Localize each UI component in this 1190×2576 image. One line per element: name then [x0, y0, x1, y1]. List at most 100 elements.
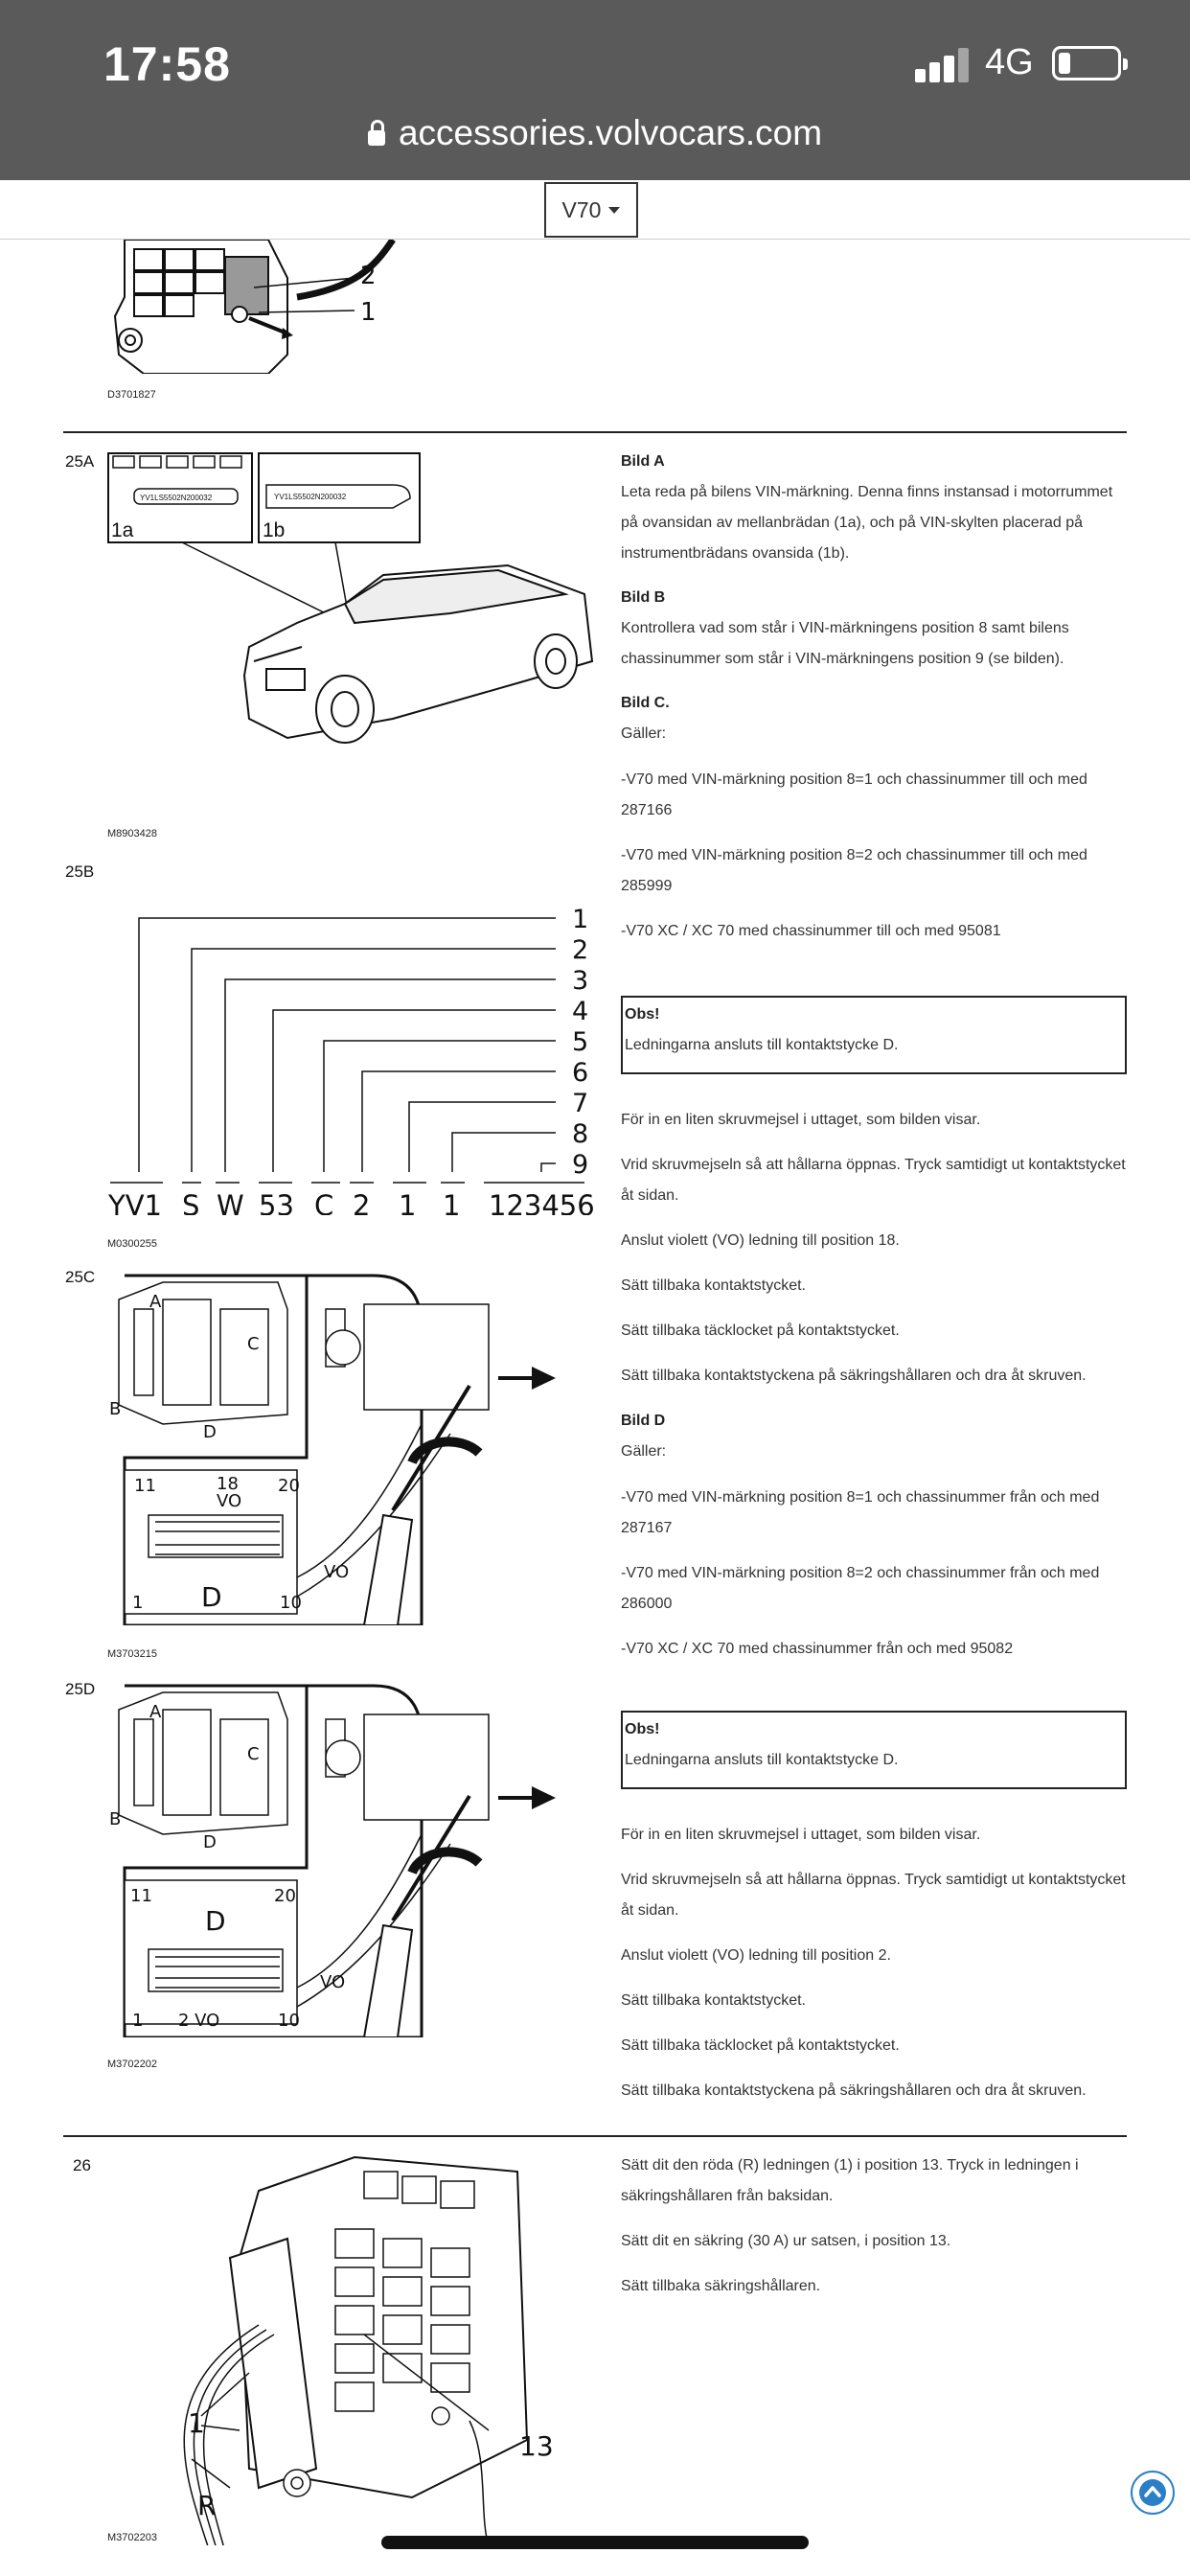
- step-text: Vrid skruvmejseln så att hållarna öppnas…: [621, 1872, 1126, 1919]
- figure-fuse-holder: 1 R 13: [144, 2152, 565, 2545]
- figure-vin-location: YV1LS5502N200032 YV1LS5502N200032 1a 1b: [105, 450, 594, 757]
- label-d: D: [203, 1832, 217, 1852]
- home-indicator[interactable]: [381, 2536, 809, 2549]
- position-label: 8: [572, 1119, 588, 1149]
- address-bar[interactable]: accessories.volvocars.com: [0, 113, 1190, 153]
- bild-d-block: Bild D Gäller:: [621, 1406, 1129, 1467]
- figure-connector-25c: A B C D 11 18 VO 20 1 10 VO D: [105, 1271, 584, 1625]
- position-label: 9: [572, 1150, 588, 1180]
- step-number: 25D: [65, 1680, 96, 1698]
- step-text: Vrid skruvmejseln så att hållarna öppnas…: [621, 1157, 1126, 1204]
- label-2-vo: 2 VO: [178, 2011, 219, 2031]
- status-bar: 17:58 4G accessories.volvocars.com: [0, 0, 1190, 180]
- vin-part: 2: [353, 1189, 370, 1215]
- label-b: B: [109, 1399, 121, 1419]
- label-10: 10: [278, 2011, 300, 2031]
- bild-d-galler: Gäller:: [621, 1443, 667, 1460]
- bild-b-title: Bild B: [621, 589, 666, 606]
- position-label: 6: [572, 1058, 588, 1088]
- model-select[interactable]: V70: [544, 182, 638, 238]
- status-time: 17:58: [103, 37, 231, 91]
- label-20: 20: [274, 1886, 296, 1906]
- label-d-big: D: [205, 1905, 226, 1937]
- model-select-value: V70: [561, 197, 602, 222]
- label-1: 1: [188, 2407, 205, 2439]
- vin-part: S: [182, 1189, 199, 1215]
- vin-part: 1: [443, 1189, 460, 1215]
- step-number: 25B: [65, 862, 95, 881]
- label-a: A: [149, 1292, 162, 1312]
- instructions-content: 2 1 D3701827 25A YV1LS5502N200032 YV1LS5…: [0, 240, 1190, 2576]
- bild-a-title: Bild A: [621, 453, 665, 470]
- label-11: 11: [130, 1886, 152, 1906]
- top-callout-2: 2: [360, 262, 377, 290]
- vin-part: C: [314, 1189, 333, 1215]
- label-c: C: [247, 1334, 260, 1354]
- label-1b: 1b: [263, 519, 285, 541]
- step-text: Sätt tillbaka kontaktstycket.: [621, 1992, 806, 2009]
- list-item: -V70 med VIN-märkning position 8=2 och c…: [621, 847, 1087, 894]
- step-text: Sätt tillbaka täcklocket på kontaktstyck…: [621, 1322, 900, 1339]
- position-label: 2: [572, 935, 588, 965]
- bild-c-galler: Gäller:: [621, 725, 667, 742]
- step-number: 25A: [65, 452, 95, 471]
- figure-vin-breakdown: 1 2 3 4 5 6 7 8 9 YV1 S W 53 C 2 1 1 123…: [105, 899, 604, 1215]
- list-item: -V70 med VIN-märkning position 8=2 och c…: [621, 1565, 1100, 1612]
- step-text: Sätt tillbaka kontaktstyckena på säkring…: [621, 2082, 1087, 2099]
- model-selector-bar: V70: [0, 180, 1190, 240]
- obs-text: Ledningarna ansluts till kontaktstycke D…: [625, 1752, 899, 1768]
- url-text: accessories.volvocars.com: [398, 113, 823, 152]
- position-label: 7: [572, 1089, 588, 1118]
- vin-plate-left: YV1LS5502N200032: [140, 494, 213, 502]
- label-11: 11: [134, 1476, 156, 1496]
- list-item: -V70 med VIN-märkning position 8=1 och c…: [621, 771, 1087, 818]
- vin-plate-right: YV1LS5502N200032: [274, 493, 347, 501]
- list-item: -V70 XC / XC 70 med chassinummer från oc…: [621, 1641, 1014, 1657]
- position-label: 1: [572, 905, 588, 934]
- vin-part: 1: [399, 1189, 416, 1215]
- step-text: Anslut violett (VO) ledning till positio…: [621, 1947, 891, 1964]
- vin-part: 53: [259, 1189, 294, 1215]
- bild-d-title: Bild D: [621, 1413, 666, 1429]
- vin-part: W: [217, 1189, 244, 1215]
- figure-code: M3702203: [107, 2532, 157, 2543]
- lock-icon: [367, 120, 385, 146]
- vin-part: YV1: [107, 1189, 162, 1215]
- figure-d3701827: 2 1: [105, 240, 508, 374]
- label-r: R: [197, 2490, 216, 2521]
- bild-c-block: Bild C. Gäller:: [621, 688, 1129, 749]
- scroll-top-button[interactable]: [1131, 2471, 1175, 2515]
- position-label: 4: [572, 997, 588, 1026]
- label-d: D: [203, 1422, 217, 1442]
- obs-note: Obs! Ledningarna ansluts till kontaktsty…: [621, 1711, 1127, 1789]
- step-text: Anslut violett (VO) ledning till positio…: [621, 1232, 900, 1249]
- battery-icon: [1052, 46, 1128, 80]
- list-item: -V70 XC / XC 70 med chassinummer till oc…: [621, 923, 1001, 939]
- figure-code: M0300255: [107, 1238, 157, 1250]
- bild-a-text: Leta reda på bilens VIN-märkning. Denna …: [621, 484, 1113, 562]
- figure-code: D3701827: [107, 389, 156, 401]
- figure-code: M3703215: [107, 1648, 157, 1660]
- label-c: C: [247, 1744, 260, 1764]
- step-text: Sätt dit den röda (R) ledningen (1) i po…: [621, 2157, 1079, 2204]
- signal-icon: [915, 48, 969, 82]
- section-divider: [63, 431, 1127, 433]
- step-text: Sätt tillbaka kontaktstycket.: [621, 1277, 806, 1294]
- label-1: 1: [132, 2011, 143, 2031]
- label-1: 1: [132, 1593, 143, 1613]
- label-18: 18: [217, 1474, 239, 1494]
- vin-part: 123456: [489, 1189, 595, 1215]
- list-item: -V70 med VIN-märkning position 8=1 och c…: [621, 1489, 1100, 1536]
- caret-down-icon: [608, 207, 621, 214]
- obs-note: Obs! Ledningarna ansluts till kontaktsty…: [621, 996, 1127, 1074]
- label-vo-wire: VO: [324, 1562, 349, 1582]
- arrow-up-circle-icon: [1139, 2479, 1166, 2506]
- step-text: Sätt tillbaka täcklocket på kontaktstyck…: [621, 2037, 900, 2054]
- step-text: För in en liten skruvmejsel i uttaget, s…: [621, 1827, 981, 1843]
- bild-b-text: Kontrollera vad som står i VIN-märkninge…: [621, 620, 1069, 667]
- position-label: 3: [572, 966, 588, 996]
- figure-code: M3702202: [107, 2058, 157, 2070]
- figure-connector-25d: A B C D 11 20 1 2 VO 10 VO D: [105, 1681, 584, 2037]
- label-b: B: [109, 1809, 121, 1829]
- obs-title: Obs!: [625, 1006, 660, 1023]
